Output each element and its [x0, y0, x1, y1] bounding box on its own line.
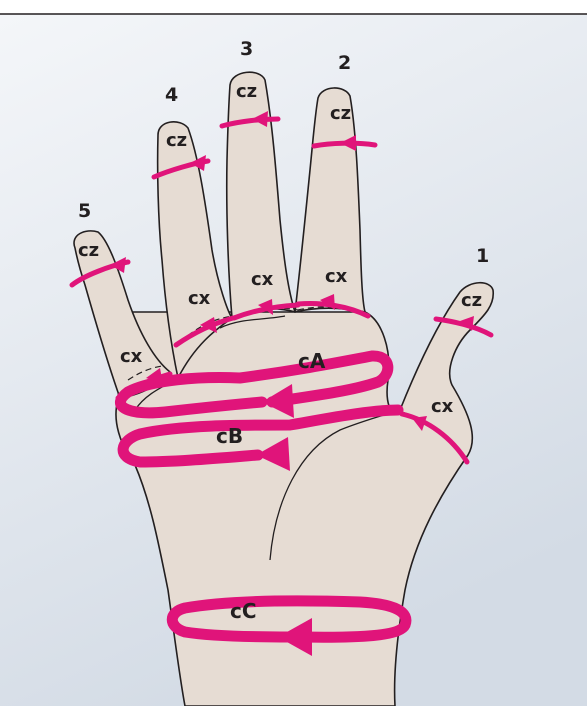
- finger-number-3: 3: [240, 38, 253, 60]
- finger-number-1: 1: [476, 245, 489, 267]
- finger-number-2: 2: [338, 52, 351, 74]
- palm-label-upper: cA: [298, 349, 326, 373]
- wrist-label: cC: [230, 599, 257, 623]
- base-label-finger-3: cx: [251, 269, 274, 290]
- tip-label-finger-3: cz: [236, 81, 257, 102]
- tip-label-finger-2: cz: [330, 103, 351, 124]
- base-label-finger-4: cx: [188, 288, 211, 309]
- palm-label-lower: cB: [216, 424, 243, 448]
- finger-number-4: 4: [165, 84, 178, 106]
- finger-number-5: 5: [78, 200, 91, 222]
- base-label-finger-5: cx: [120, 346, 143, 367]
- base-label-finger-1: cx: [431, 396, 454, 417]
- base-label-finger-2: cx: [325, 266, 348, 287]
- tip-label-finger-1: cz: [461, 290, 482, 311]
- tip-label-finger-4: cz: [166, 130, 187, 151]
- tip-label-finger-5: cz: [78, 240, 99, 261]
